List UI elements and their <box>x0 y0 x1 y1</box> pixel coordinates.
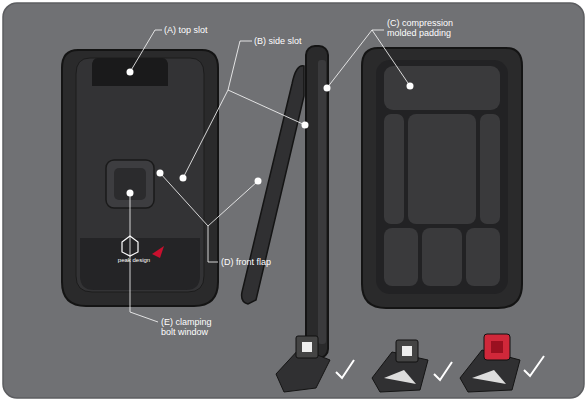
leader-lines <box>130 30 410 322</box>
front-view <box>62 50 218 306</box>
callout-label: (B) side slot <box>254 36 302 46</box>
usage-thumbnails <box>276 334 544 392</box>
callout-label: (C) compression molded padding <box>387 18 469 39</box>
side-view <box>242 46 331 358</box>
back-view <box>362 48 522 308</box>
callout-label: (E) clamping bolt window <box>161 317 223 338</box>
panel-ground <box>3 3 584 398</box>
callout-label: (A) top slot <box>164 25 208 35</box>
logo-text: peak design <box>104 257 164 264</box>
callout-label: (D) front flap <box>221 257 271 267</box>
